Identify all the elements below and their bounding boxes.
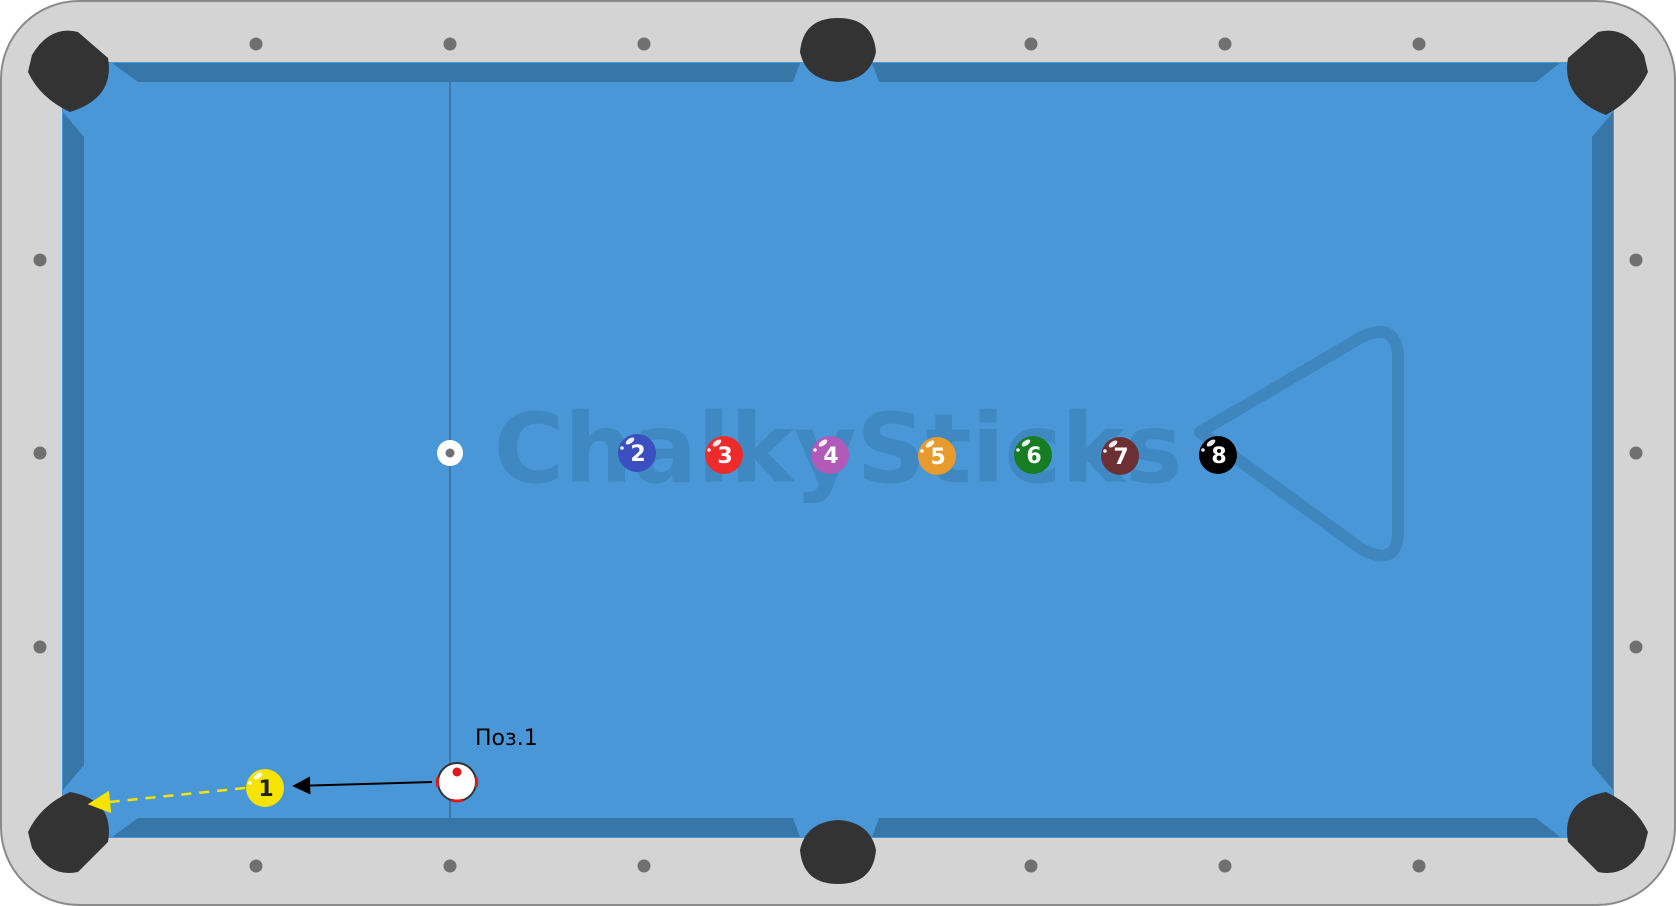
pocket-top-left — [28, 30, 109, 113]
pocket-bottom-middle — [800, 820, 876, 884]
diamond-marker — [1629, 253, 1643, 267]
ball-8: 8 — [1199, 436, 1237, 474]
ball-1: 1 — [246, 769, 284, 807]
cue-ball-edge-mark — [450, 798, 464, 803]
diamond-marker — [637, 859, 651, 873]
diamond-marker — [1024, 859, 1038, 873]
ball-highlight-dot — [620, 446, 624, 450]
ball-6: 6 — [1014, 436, 1052, 474]
ball-highlight-dot — [1103, 449, 1107, 453]
balls: 1 2 3 4 5 6 7 8 — [246, 434, 1237, 807]
pocket-bottom-right — [1567, 792, 1648, 873]
ball-highlight — [925, 440, 935, 448]
ball-4: 4 — [811, 436, 849, 474]
ball-highlight-dot — [920, 449, 924, 453]
diamond-marker — [1629, 640, 1643, 654]
ball-highlight-dot — [813, 448, 817, 452]
pocket-top-middle — [800, 18, 876, 82]
diamond-marker — [1629, 446, 1643, 460]
pocket-top-right — [1567, 30, 1648, 116]
cushion-top-right — [872, 63, 1560, 82]
cue-tip-contact-mark — [452, 767, 462, 777]
ball-highlight — [253, 772, 263, 780]
ball-highlight-dot — [1016, 448, 1020, 452]
diamond-marker — [637, 37, 651, 51]
cue-path-arrow — [292, 776, 433, 795]
cushions — [63, 63, 1613, 837]
ball-3: 3 — [705, 436, 743, 474]
ball-highlight — [625, 437, 635, 445]
diamond-marker — [1412, 37, 1426, 51]
diamond-marker — [249, 859, 263, 873]
ball-highlight — [712, 439, 722, 447]
ball-7: 7 — [1101, 437, 1139, 475]
ball-number-label: 3 — [717, 444, 732, 469]
rack-triangle-outline — [1194, 325, 1404, 562]
ball-number-label: 7 — [1113, 445, 1128, 470]
diamond-marker — [443, 37, 457, 51]
diamond-marker — [33, 446, 47, 460]
diamond-marker — [1218, 859, 1232, 873]
cushion-left — [63, 112, 84, 790]
diamond-marker — [33, 253, 47, 267]
ball-highlight — [1206, 439, 1216, 447]
cue-ball — [435, 762, 479, 803]
ball-5: 5 — [918, 437, 956, 475]
diamond-marker — [33, 640, 47, 654]
position-label: Поз.1 — [475, 726, 538, 751]
diamond-marker — [443, 859, 457, 873]
diamond-marker — [1218, 37, 1232, 51]
cue-ball-edge-mark — [474, 776, 479, 788]
ball-number-label: 2 — [630, 442, 645, 467]
ball-highlight — [1021, 439, 1031, 447]
cushion-bottom-left — [112, 818, 800, 837]
ball-highlight-dot — [1201, 448, 1205, 452]
ball-highlight-dot — [248, 781, 252, 785]
ball-number-label: 1 — [258, 777, 273, 802]
pockets — [28, 18, 1648, 884]
diamonds — [33, 37, 1643, 873]
ball-highlight-dot — [707, 448, 711, 452]
ball-number-label: 5 — [930, 445, 945, 470]
cushion-bottom-right — [872, 818, 1560, 837]
ball-highlight — [1108, 440, 1118, 448]
head-spot — [437, 440, 463, 466]
object-ball-path-arrow — [87, 786, 246, 814]
cushion-right — [1592, 112, 1613, 790]
ball-2: 2 — [618, 434, 656, 472]
ball-number-label: 4 — [823, 444, 838, 469]
diamond-marker — [249, 37, 263, 51]
diamond-marker — [1024, 37, 1038, 51]
ball-number-label: 6 — [1026, 444, 1041, 469]
cushion-top-left — [112, 63, 800, 82]
diamond-marker — [1412, 859, 1426, 873]
cue-ball-edge-mark — [435, 776, 440, 788]
ball-number-label: 8 — [1211, 444, 1226, 469]
ball-highlight — [818, 439, 828, 447]
